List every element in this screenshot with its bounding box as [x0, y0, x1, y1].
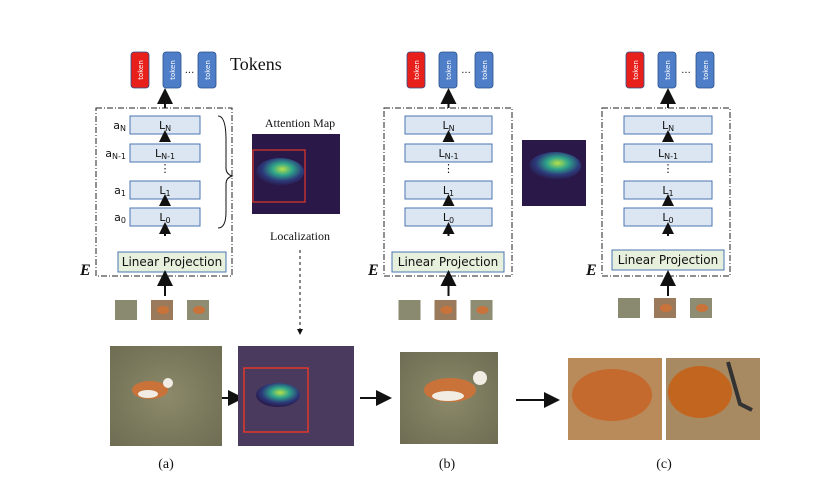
token-ellipsis: ... — [185, 65, 195, 76]
tokens-label: Tokens — [230, 54, 282, 74]
input-images — [110, 346, 760, 446]
patch-dog — [157, 306, 169, 314]
layer-box-LN-1 — [129, 143, 201, 163]
patch-dog — [696, 304, 708, 312]
patch-1 — [398, 300, 421, 320]
token-text: token — [204, 60, 212, 80]
token-text: token — [702, 60, 710, 80]
patch-1 — [115, 300, 137, 320]
dog-head — [163, 378, 173, 388]
encoder-symbol: E — [367, 262, 379, 279]
attention-blob — [256, 158, 304, 186]
token-text: token — [413, 60, 421, 80]
weight-aN-1: aN-1 — [105, 147, 126, 161]
layer-label-LN: LN — [442, 119, 454, 133]
layer-label-LN-1: LN-1 — [658, 147, 678, 161]
layer-ellipsis: ⋮ — [663, 162, 674, 175]
token-text: token — [664, 60, 672, 80]
token-2 — [657, 51, 677, 89]
layer-label-L0: L0 — [662, 211, 673, 225]
encoder-symbol: E — [79, 262, 91, 279]
token-text: token — [445, 60, 453, 80]
token-ellipsis: ... — [681, 65, 691, 76]
overlay-crop-box — [243, 367, 309, 433]
token-text: token — [169, 60, 177, 80]
layer-label-L1: L1 — [662, 184, 673, 198]
dog-head-b — [473, 371, 487, 385]
panel-label-1: (a) — [158, 457, 174, 472]
layer-ellipsis: ⋮ — [443, 162, 454, 175]
attention-map-b — [522, 140, 586, 206]
layer-label-L1: L1 — [159, 184, 170, 198]
patch-dog — [193, 306, 205, 314]
patch-dog — [660, 304, 672, 312]
attention-map-title: Attention Map — [265, 116, 335, 130]
token-ellipsis: ... — [461, 65, 471, 76]
token-3 — [197, 51, 217, 89]
layer-label-LN-1: LN-1 — [155, 147, 175, 161]
linear-projection-label: Linear Projection — [122, 255, 222, 269]
input-image-a — [110, 346, 222, 446]
dog-belly — [138, 390, 158, 398]
attention-weights: aN aN-1 a1 a0 — [105, 115, 234, 229]
token-3 — [474, 51, 494, 89]
layer-label-LN: LN — [662, 119, 674, 133]
weight-a1: a1 — [114, 184, 126, 198]
layer-label-LN: LN — [159, 119, 171, 133]
panel-label-2: (b) — [439, 457, 456, 472]
encoder-symbol: E — [585, 262, 597, 279]
part-crop-1-fur — [572, 369, 652, 421]
token-1 — [130, 51, 150, 89]
attention-blob-b — [529, 152, 581, 180]
layer-box-LN-1 — [404, 143, 493, 163]
part-crop-2-fur — [668, 366, 732, 418]
token-2 — [162, 51, 182, 89]
patch-dog — [440, 306, 453, 314]
dog-belly-b — [432, 391, 464, 401]
layer-label-L0: L0 — [443, 211, 454, 225]
token-2 — [438, 51, 458, 89]
collar — [726, 361, 753, 412]
attention-box — [252, 149, 306, 203]
token-1 — [625, 51, 645, 89]
token-text: token — [137, 60, 145, 80]
overlay-blob — [256, 383, 300, 407]
patch-dog — [476, 306, 489, 314]
token-text: token — [632, 60, 640, 80]
weight-aN: aN — [113, 119, 126, 133]
token-1 — [406, 51, 426, 89]
layer-label-LN-1: LN-1 — [438, 147, 458, 161]
patch-1 — [618, 298, 640, 318]
weight-a0: a0 — [114, 211, 126, 225]
layer-box-LN-1 — [623, 143, 713, 163]
token-3 — [695, 51, 715, 89]
aggregation-brace — [217, 115, 234, 229]
panel-label-3: (c) — [656, 457, 672, 472]
token-text: token — [481, 60, 489, 80]
layer-ellipsis: ⋮ — [160, 162, 171, 175]
linear-projection-label: Linear Projection — [398, 255, 498, 269]
layer-label-L1: L1 — [443, 184, 454, 198]
localization-label: Localization — [270, 229, 330, 243]
layer-label-L0: L0 — [159, 211, 170, 225]
linear-projection-label: Linear Projection — [618, 253, 718, 267]
